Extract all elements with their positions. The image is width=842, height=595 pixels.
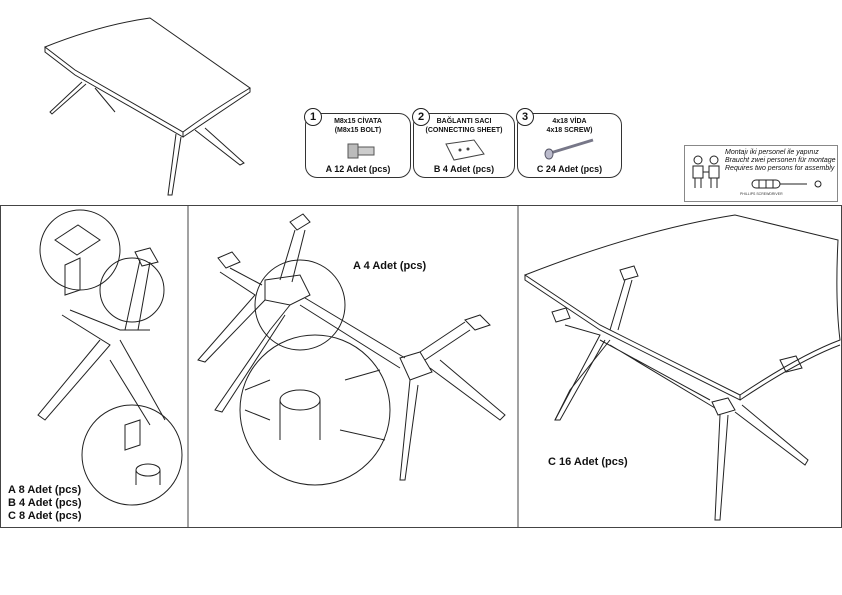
table-overview <box>43 17 251 196</box>
two-persons-icon <box>692 155 720 188</box>
part-number: 1 <box>304 108 322 126</box>
step-2-quantity-a: A 4 Adet (pcs) <box>353 260 427 272</box>
part-card-connecting-sheet: 2 BAĞLANTI SACI(CONNECTING SHEET) B 4 Ad… <box>412 108 515 178</box>
step-3-quantity-c: C 16 Adet (pcs) <box>548 456 628 468</box>
step-1-quantity-a: A 8 Adet (pcs) <box>8 484 82 496</box>
part-number: 3 <box>516 108 534 126</box>
part-number: 2 <box>412 108 430 126</box>
part-quantity: C 24 Adet (pcs) <box>536 164 603 174</box>
part-title: M8x15 CİVATA(M8x15 BOLT) <box>334 118 382 134</box>
screwdriver-label: PHILLIPS SCREWDRIVER <box>740 192 783 196</box>
part-card-bolt: 1 M8x15 CİVATA(M8x15 BOLT) A 12 Adet (pc… <box>304 108 411 178</box>
notice-turkish: Montajı iki personel ile yapınız <box>725 149 819 156</box>
two-person-notice: Montajı iki personel ile yapınız Braucht… <box>684 145 838 202</box>
part-title: BAĞLANTI SACI(CONNECTING SHEET) <box>425 118 503 134</box>
bolt-icon <box>347 143 375 159</box>
step-3-drawing <box>523 214 841 521</box>
step-1-quantity-c: C 8 Adet (pcs) <box>8 510 82 522</box>
part-quantity: B 4 Adet (pcs) <box>433 164 495 174</box>
connecting-sheet-icon <box>445 139 485 161</box>
step-1-quantity-b: B 4 Adet (pcs) <box>8 497 82 509</box>
notice-german: Braucht zwei personen für montage <box>725 157 836 164</box>
screw-icon <box>544 138 594 160</box>
steps-frame <box>0 205 842 528</box>
notice-english: Requires two persons for assembly <box>725 165 835 172</box>
step-2-drawing <box>197 213 506 486</box>
screwdriver-icon <box>751 179 822 189</box>
part-quantity: A 12 Adet (pcs) <box>325 164 391 174</box>
step-1-drawing <box>37 209 183 506</box>
